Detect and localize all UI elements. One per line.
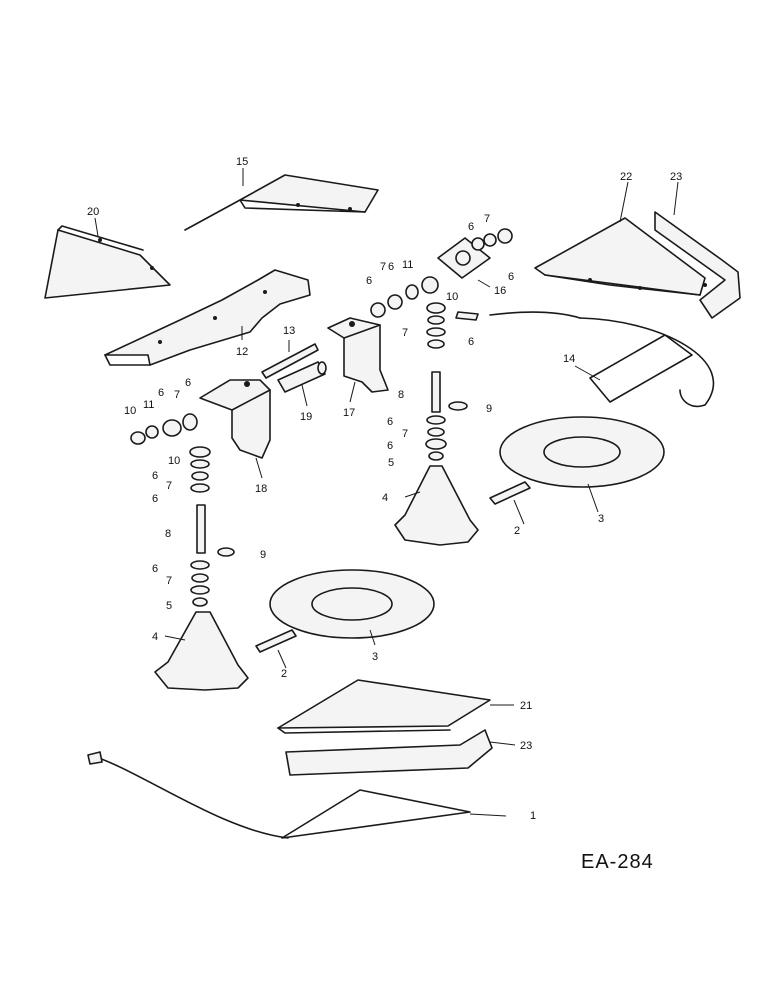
part-8-shaft-left xyxy=(196,504,206,554)
callout-3: 3 xyxy=(598,513,604,525)
callout-23: 23 xyxy=(670,171,682,183)
figure-reference: EA-284 xyxy=(581,851,654,873)
callout-22: 22 xyxy=(620,171,632,183)
callout-1: 1 xyxy=(530,810,536,822)
callout-16: 16 xyxy=(494,285,506,297)
callout-2: 2 xyxy=(514,525,520,537)
callout-10: 10 xyxy=(124,405,136,417)
callout-15: 15 xyxy=(236,156,248,168)
callout-5: 5 xyxy=(388,457,394,469)
callout-6: 6 xyxy=(366,275,372,287)
part-3-disc-left xyxy=(269,569,435,639)
callout-11: 11 xyxy=(143,399,154,411)
part-8-shaft-right xyxy=(431,371,441,413)
callout-12: 12 xyxy=(236,346,248,358)
part-23-strip-right xyxy=(654,211,741,319)
part-17-bracket xyxy=(327,317,389,393)
callout-6: 6 xyxy=(158,387,164,399)
callouts: 1 2 2 3 3 4 4 5 5 6 6 6 6 6 6 6 6 6 6 6 … xyxy=(87,156,682,822)
callout-10: 10 xyxy=(446,291,458,303)
callout-6: 6 xyxy=(508,271,514,283)
callout-9: 9 xyxy=(486,403,492,415)
callout-6: 6 xyxy=(152,493,158,505)
part-21-tray xyxy=(277,679,491,734)
callout-5: 5 xyxy=(166,600,172,612)
right-bearing-parts xyxy=(370,228,513,318)
right-washers xyxy=(425,302,447,461)
callout-6: 6 xyxy=(387,416,393,428)
callout-19: 19 xyxy=(300,411,312,423)
left-bearing-parts xyxy=(130,413,198,445)
part-1-frame xyxy=(87,751,471,839)
callout-6: 6 xyxy=(468,336,474,348)
callout-7: 7 xyxy=(166,575,172,587)
callout-2: 2 xyxy=(281,668,287,680)
part-14-arm xyxy=(455,311,715,408)
part-9-key-left xyxy=(217,547,235,557)
part-15-deflector xyxy=(184,174,379,231)
callout-8: 8 xyxy=(165,528,171,540)
leader-lines xyxy=(94,168,679,817)
part-9-key-right xyxy=(448,401,468,411)
callout-17: 17 xyxy=(343,407,355,419)
callout-7: 7 xyxy=(380,261,386,273)
part-18-bracket xyxy=(199,379,271,459)
callout-7: 7 xyxy=(166,480,172,492)
part-3-disc-right xyxy=(499,416,665,488)
callout-7: 7 xyxy=(484,213,490,225)
part-23-strip-bottom xyxy=(285,729,493,776)
part-20-triangle-panel xyxy=(44,225,171,299)
callout-6: 6 xyxy=(152,563,158,575)
part-22-tray xyxy=(534,217,706,296)
callout-21: 21 xyxy=(520,700,532,712)
callout-6: 6 xyxy=(387,440,393,452)
callout-4: 4 xyxy=(382,492,388,504)
callout-7: 7 xyxy=(174,389,180,401)
left-washers xyxy=(189,446,211,607)
part-19-sleeve xyxy=(277,361,327,393)
part-4-cone-left xyxy=(154,611,249,691)
callout-6: 6 xyxy=(388,261,394,273)
callout-3: 3 xyxy=(372,651,378,663)
callout-23: 23 xyxy=(520,740,532,752)
part-12-flat-plate xyxy=(104,269,311,366)
part-4-cone-right xyxy=(394,465,479,546)
callout-6: 6 xyxy=(185,377,191,389)
callout-8: 8 xyxy=(398,389,404,401)
callout-7: 7 xyxy=(402,327,408,339)
callout-11: 11 xyxy=(402,259,413,271)
part-2-bar-right xyxy=(489,481,531,505)
callout-14: 14 xyxy=(563,353,575,365)
part-13-rod xyxy=(261,343,319,379)
callout-6: 6 xyxy=(468,221,474,233)
callout-6: 6 xyxy=(152,470,158,482)
callout-4: 4 xyxy=(152,631,158,643)
callout-20: 20 xyxy=(87,206,99,218)
callout-7: 7 xyxy=(402,428,408,440)
part-2-bar-left xyxy=(255,629,297,653)
callout-10: 10 xyxy=(168,455,180,467)
callout-9: 9 xyxy=(260,549,266,561)
callout-13: 13 xyxy=(283,325,295,337)
callout-18: 18 xyxy=(255,483,267,495)
